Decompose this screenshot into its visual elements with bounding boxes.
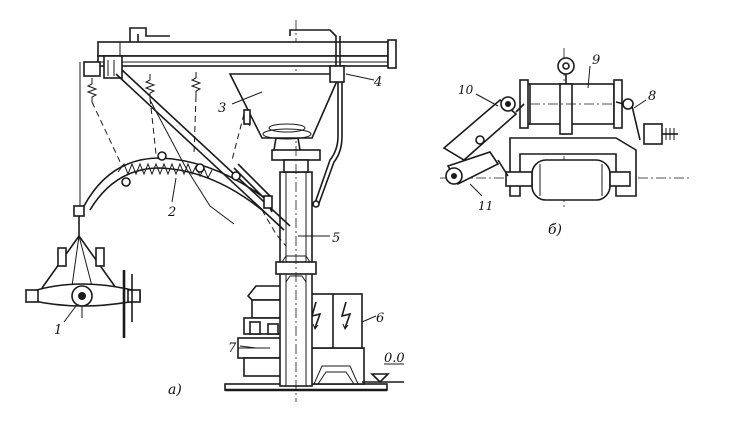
label-8: 8 xyxy=(648,89,656,104)
leaders-a xyxy=(63,73,375,349)
label-10: 10 xyxy=(458,83,474,97)
horizontal-beam xyxy=(83,27,397,83)
suspension-wires xyxy=(79,62,251,208)
label-7: 7 xyxy=(228,341,237,356)
frame xyxy=(509,98,678,197)
electrical-cabinet xyxy=(303,293,377,349)
caption-a: а) xyxy=(168,382,182,398)
hydraulic-pipe xyxy=(312,82,343,208)
cylinder xyxy=(519,79,623,135)
base-platform xyxy=(224,347,388,392)
roll xyxy=(505,159,631,201)
caption-b: б) xyxy=(548,222,562,238)
flexible-arm xyxy=(83,151,287,247)
leaders-b xyxy=(469,65,647,197)
gripper xyxy=(25,205,141,338)
label-3: 3 xyxy=(218,101,226,116)
label-5: 5 xyxy=(332,231,340,246)
lever-linkage xyxy=(442,96,525,186)
label-2: 2 xyxy=(167,205,176,220)
label-11: 11 xyxy=(478,199,493,213)
level-mark-label: 0.0 xyxy=(384,351,405,366)
view-b xyxy=(440,48,690,210)
label-6: 6 xyxy=(376,311,384,326)
label-9: 9 xyxy=(592,53,600,68)
hopper xyxy=(228,73,342,151)
view-a xyxy=(25,20,404,402)
label-1: 1 xyxy=(54,323,62,338)
label-4: 4 xyxy=(373,75,382,90)
ground-level-mark xyxy=(362,363,404,384)
